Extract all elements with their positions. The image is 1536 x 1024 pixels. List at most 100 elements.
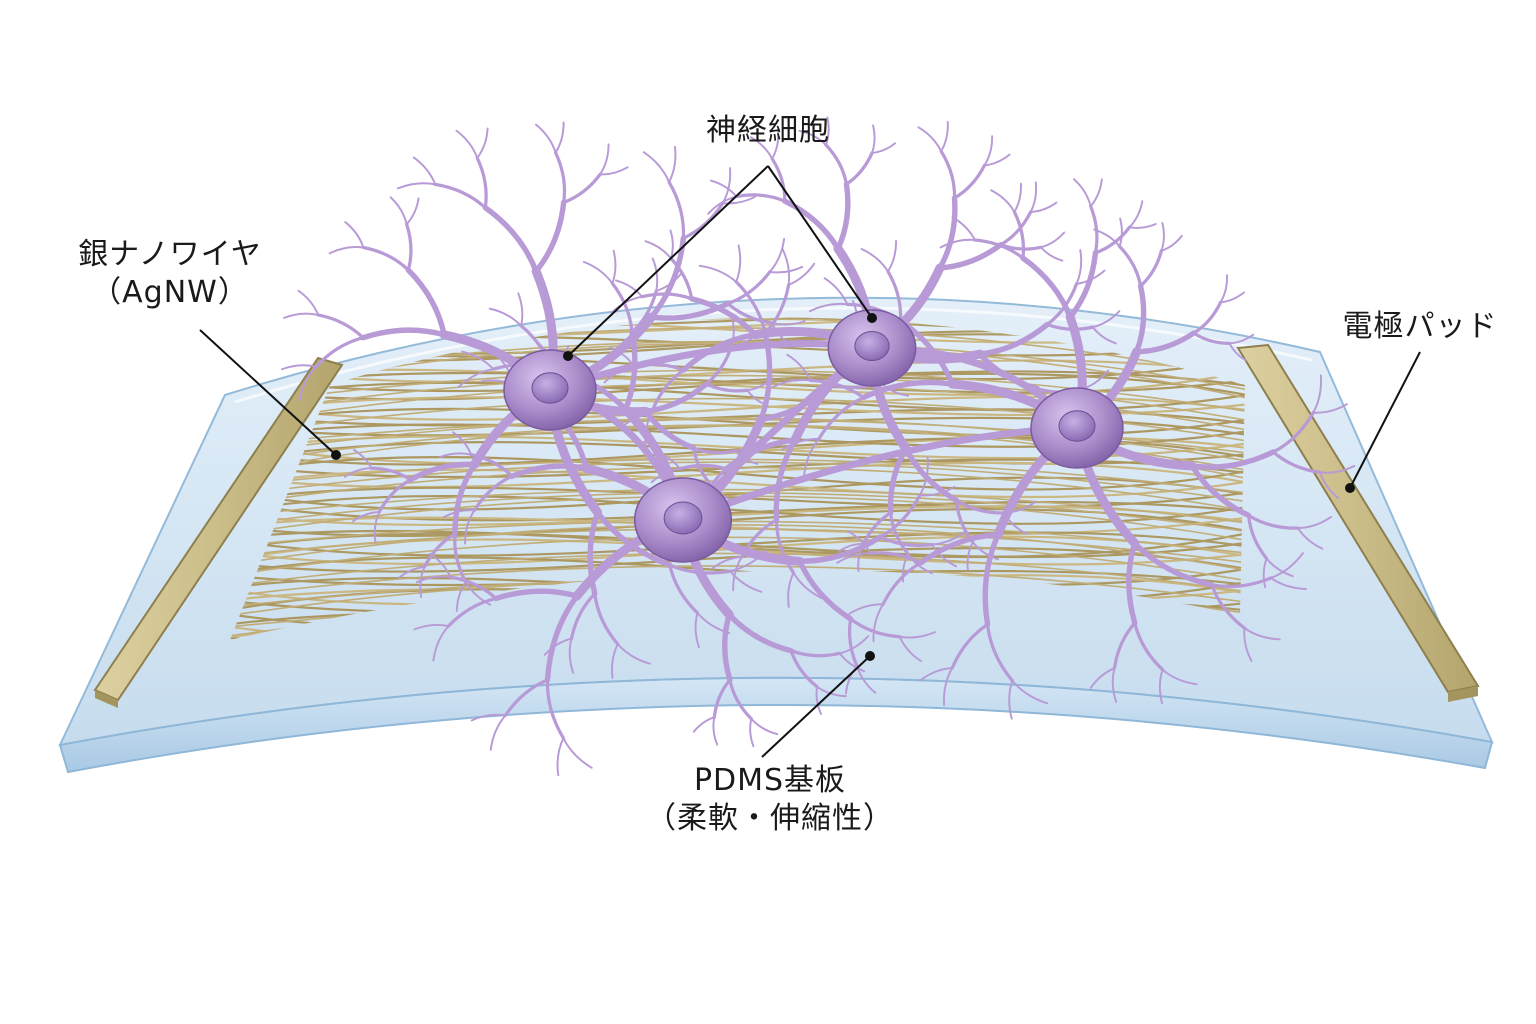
dendrite bbox=[1243, 627, 1253, 663]
dendrite bbox=[509, 463, 589, 479]
dendrite bbox=[361, 245, 410, 272]
dendrite bbox=[823, 277, 849, 306]
dendrite bbox=[461, 350, 495, 370]
neurons bbox=[280, 116, 1356, 777]
dendrite bbox=[455, 580, 467, 612]
leader-electrode bbox=[1349, 351, 1421, 489]
dendrite bbox=[999, 210, 1033, 247]
dendrite bbox=[615, 279, 644, 298]
dendrite bbox=[642, 151, 671, 184]
dendrite bbox=[709, 179, 738, 198]
dendrite bbox=[407, 461, 478, 483]
nanowire bbox=[230, 466, 1245, 521]
dendrite bbox=[1126, 540, 1138, 626]
dendrite bbox=[432, 625, 450, 662]
dendrite bbox=[971, 541, 1000, 561]
dendrite bbox=[704, 382, 749, 393]
dendrite bbox=[722, 611, 733, 683]
dendrite bbox=[1089, 667, 1116, 689]
dendrite bbox=[868, 551, 923, 565]
dendrite bbox=[610, 281, 634, 334]
dendrite bbox=[768, 265, 804, 274]
dendrite bbox=[649, 368, 686, 416]
dendrite bbox=[469, 453, 514, 478]
dendrite bbox=[470, 713, 507, 722]
dendrite bbox=[848, 617, 902, 639]
dendrite bbox=[983, 135, 994, 167]
label-agnw-line2: （AgNW） bbox=[91, 275, 249, 310]
dendrite bbox=[1243, 627, 1281, 641]
dendrite bbox=[763, 283, 791, 335]
nanowire bbox=[230, 565, 1245, 611]
nanowire bbox=[230, 370, 1245, 396]
dendrite bbox=[937, 195, 958, 271]
dendrite bbox=[1319, 471, 1340, 500]
dendrite bbox=[556, 737, 565, 777]
neuron-nucleus bbox=[531, 372, 569, 404]
nanowire bbox=[230, 369, 1245, 421]
dendrite bbox=[297, 289, 320, 316]
dendrite bbox=[792, 571, 823, 600]
dendrite bbox=[316, 313, 365, 340]
dendrite bbox=[726, 611, 794, 654]
dendrite bbox=[1192, 300, 1223, 335]
dendrite bbox=[750, 717, 779, 736]
dendrite bbox=[917, 126, 943, 153]
dendrite bbox=[878, 493, 922, 539]
dendrite bbox=[1158, 668, 1164, 705]
neuron-nucleus bbox=[1058, 410, 1096, 442]
dendrite bbox=[651, 257, 659, 292]
dendrite bbox=[937, 241, 1004, 271]
dendrite bbox=[397, 565, 426, 579]
neuron-nucleus bbox=[854, 331, 890, 361]
dendrite bbox=[898, 631, 936, 639]
dendrite bbox=[808, 302, 849, 313]
dendrite bbox=[405, 222, 413, 272]
dendrite bbox=[1131, 540, 1215, 588]
dendrite bbox=[836, 552, 872, 564]
dendrite bbox=[464, 509, 476, 545]
label-agnw: 銀ナノワイヤ （AgNW） bbox=[40, 236, 300, 312]
dendrite bbox=[1269, 577, 1308, 590]
label-pdms: PDMS基板 （柔軟・伸縮性） bbox=[560, 762, 980, 838]
dendrite bbox=[328, 246, 365, 255]
label-agnw-line1: 銀ナノワイヤ bbox=[78, 237, 262, 272]
dendrite bbox=[871, 124, 876, 154]
dendrite bbox=[768, 237, 786, 273]
neuron-cell bbox=[633, 477, 733, 563]
dot-neuron-b bbox=[867, 313, 877, 323]
dendrite bbox=[554, 151, 567, 205]
dendrite bbox=[982, 532, 1001, 628]
dendrite bbox=[918, 666, 954, 682]
dendrite bbox=[503, 678, 550, 717]
dendrite bbox=[847, 617, 859, 668]
dendrite bbox=[545, 678, 565, 740]
dendrite bbox=[954, 498, 1006, 515]
leader-dots bbox=[331, 313, 1355, 661]
dendrite bbox=[1247, 513, 1269, 561]
dendrite bbox=[918, 456, 929, 497]
dendrite bbox=[781, 438, 820, 451]
dendrite bbox=[493, 588, 580, 602]
nanowire bbox=[230, 407, 1245, 437]
dendrite bbox=[562, 737, 593, 769]
dendrite bbox=[824, 143, 849, 186]
dendrite bbox=[952, 163, 987, 200]
dendrite bbox=[1029, 181, 1038, 213]
dendrite bbox=[729, 570, 763, 593]
dendrite bbox=[1219, 291, 1245, 304]
dendrite bbox=[429, 552, 452, 579]
dendrite bbox=[669, 229, 674, 260]
dendrite bbox=[1091, 310, 1121, 329]
neuron-cell bbox=[503, 349, 597, 431]
nanowire bbox=[200, 235, 1300, 280]
dot-neuron-a bbox=[563, 351, 573, 361]
dendrite bbox=[711, 555, 743, 570]
dendrite bbox=[1160, 222, 1165, 252]
nanowire bbox=[230, 468, 1245, 499]
dendrite bbox=[878, 535, 934, 548]
dendrite bbox=[1133, 330, 1197, 355]
dendrite bbox=[1029, 201, 1058, 213]
leader-lines bbox=[199, 165, 1421, 758]
